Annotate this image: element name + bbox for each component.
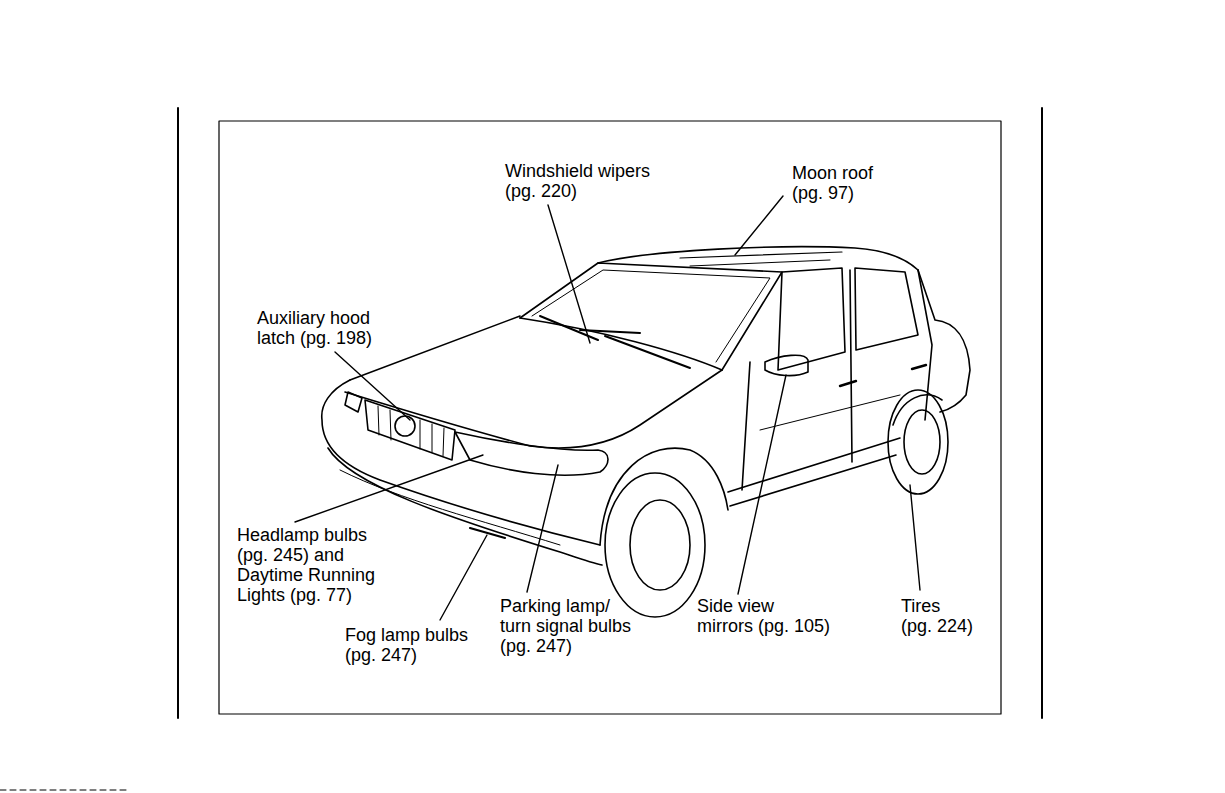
callout-label: Parking lamp/ turn signal bulbs (pg. 247… [500,596,640,656]
leader-line [440,535,487,620]
roof [598,247,918,270]
tire [888,390,948,494]
side-mirror [765,355,808,375]
fog-lamp [470,528,505,538]
callout-label: Side view mirrors (pg. 105) [697,596,832,636]
windshield-inner [532,270,770,362]
grille-bars [378,406,444,456]
bumper-lower [328,448,602,565]
moon-roof [680,252,842,258]
moon-roof [690,260,830,266]
callout-label: Headlamp bulbs (pg. 245) and Daytime Run… [237,525,397,605]
sill [730,455,896,506]
door-edge [850,270,852,462]
callout-label: Tires (pg. 224) [901,596,975,636]
callout-label: Auxiliary hood latch (pg. 198) [257,308,385,348]
hood-edge [350,316,520,380]
door-edge [742,362,750,490]
emblem [395,416,415,436]
wheel-arch [600,448,728,545]
callout-label: Windshield wipers (pg. 220) [505,161,663,201]
leader-line [335,352,410,420]
sill [728,438,900,492]
grille [365,400,455,460]
leader-line [738,375,786,594]
wheel [630,500,690,590]
page-rule [1041,108,1043,718]
door-handle [912,365,926,369]
page-rule [177,108,179,718]
callout-label: Fog lamp bulbs (pg. 247) [345,625,480,665]
rear-window [855,268,918,350]
frame [219,121,1001,714]
page-mark [0,790,130,791]
headlamp [455,432,608,475]
wheel [904,410,940,474]
leader-line [527,465,558,592]
leader-line [295,455,483,522]
callout-label: Moon roof (pg. 97) [792,163,890,203]
rear-end [918,270,970,412]
headlamp [345,392,362,412]
wipers [540,316,690,368]
tire [605,473,705,617]
leader-line [735,196,783,255]
windshield [520,263,782,370]
front-window [778,268,845,370]
fender-line [345,370,722,448]
door-handle [840,381,856,386]
cowl [520,318,722,370]
bumper-line [340,470,560,545]
leader-line [548,205,590,343]
leader-line [910,485,920,590]
